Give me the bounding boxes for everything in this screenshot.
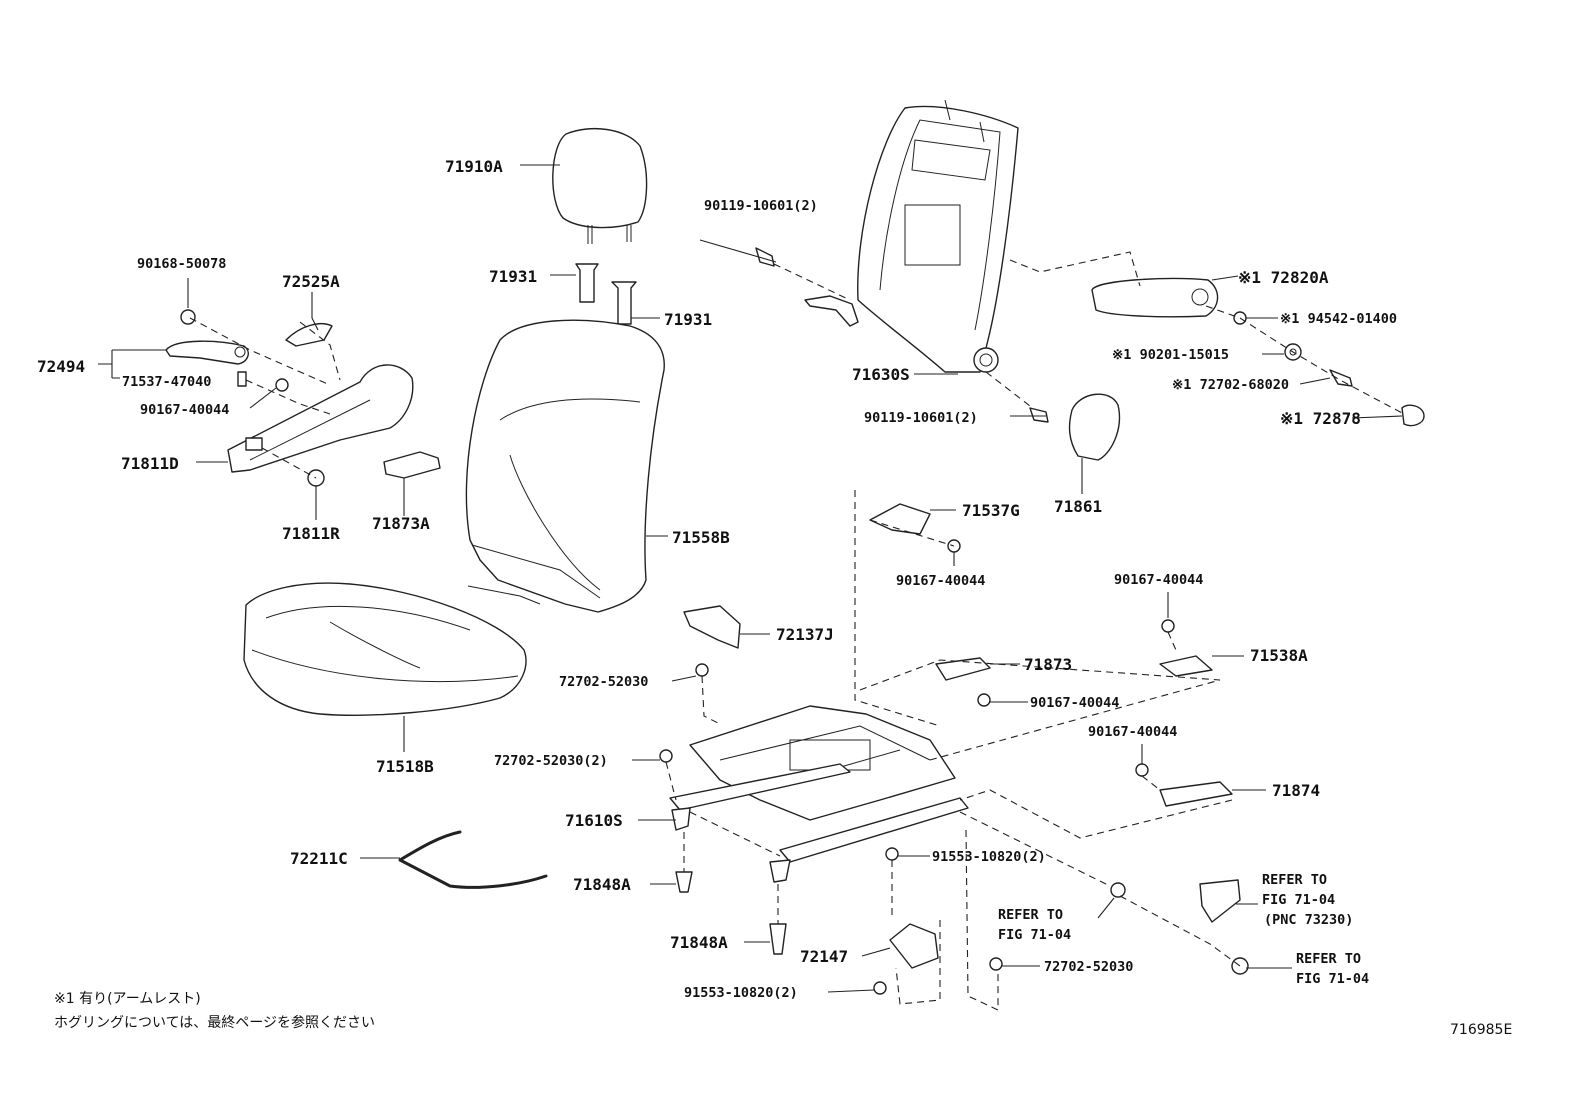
headrest-support-71931-a [575, 263, 599, 303]
bolt-90119-b [1029, 407, 1049, 423]
bracket-72147 [889, 923, 939, 969]
cover-72137j [683, 605, 741, 649]
label-72147[interactable]: 72147 [800, 947, 848, 966]
seat-adjuster-71610s [669, 705, 969, 883]
seat-cushion-cover-71518b [243, 582, 527, 716]
screw-90167-c [1161, 619, 1175, 633]
knob-72525a [285, 322, 333, 347]
footnote-armrest: ※1 有り(アームレスト) [54, 991, 201, 1007]
refer-note-3-line2: FIG 71-04 [1296, 971, 1369, 987]
label-71630s[interactable]: 71630S [852, 365, 910, 384]
label-72702-68020[interactable]: ※1 72702-68020 [1172, 377, 1289, 393]
assembly-lines [189, 251, 1405, 1011]
armrest-72820a [1091, 277, 1219, 318]
label-71873a[interactable]: 71873A [372, 514, 430, 533]
label-72494[interactable]: 72494 [37, 357, 85, 376]
label-71537-47040[interactable]: 71537-47040 [122, 374, 211, 390]
buckle [1199, 879, 1241, 923]
label-71861[interactable]: 71861 [1054, 497, 1102, 516]
footnote-hog-ring: ホグリングについては、最終ページを参照ください [54, 1014, 375, 1031]
label-72702-52030-c[interactable]: 72702-52030 [1044, 959, 1133, 975]
label-90167-40044-a[interactable]: 90167-40044 [140, 402, 229, 418]
screw-90167-a [275, 378, 289, 392]
label-71537g[interactable]: 71537G [962, 501, 1020, 520]
label-90201-15015[interactable]: ※1 90201-15015 [1112, 347, 1229, 363]
label-71848a-a[interactable]: 71848A [573, 875, 631, 894]
refer-note-1-line1: REFER TO [998, 907, 1063, 923]
label-94542-01400[interactable]: ※1 94542-01400 [1280, 311, 1397, 327]
label-72702-52030-b[interactable]: 72702-52030(2) [494, 753, 608, 769]
label-71811d[interactable]: 71811D [121, 454, 179, 473]
pin-71537-47040 [237, 371, 247, 387]
label-71910a[interactable]: 71910A [445, 157, 503, 176]
label-91553-10820-b[interactable]: 91553-10820(2) [684, 985, 798, 1001]
screw-91553-a [885, 847, 899, 861]
label-72820a[interactable]: ※1 72820A [1238, 268, 1329, 287]
hook-71537g [869, 503, 931, 535]
refer-note-2-line2: FIG 71-04 [1262, 892, 1335, 908]
anchor-nut [1231, 957, 1249, 975]
screw-72702-b [659, 749, 673, 763]
bracket-71873a [383, 451, 441, 479]
label-71848a-b[interactable]: 71848A [670, 933, 728, 952]
screw-90167-e [1135, 763, 1149, 777]
label-71873[interactable]: 71873 [1024, 655, 1072, 674]
label-72878[interactable]: ※1 72878 [1280, 409, 1361, 428]
seatback-frame-71630s [804, 99, 1019, 373]
refer-note-2-line3: (PNC 73230) [1264, 912, 1353, 928]
part-labels: 71910A 71931 71931 90168-50078 72525A 72… [37, 157, 1397, 1001]
screw-90168-50078 [180, 309, 196, 325]
recliner-cover-72494 [165, 340, 249, 365]
rivet-71848a-a [675, 871, 693, 893]
label-71538a[interactable]: 71538A [1250, 646, 1308, 665]
label-72702-52030-a[interactable]: 72702-52030 [559, 674, 648, 690]
label-90167-40044-c[interactable]: 90167-40044 [1114, 572, 1203, 588]
label-71931-b[interactable]: 71931 [664, 310, 712, 329]
washer-90201-hole [1289, 348, 1297, 356]
headrest-71910a [552, 128, 648, 244]
label-72211c[interactable]: 72211C [290, 849, 348, 868]
wire-72211c [398, 830, 548, 889]
figure-id: 716985E [1450, 1022, 1512, 1038]
bolt-72702-68020 [1329, 369, 1353, 387]
refer-note-1-line2: FIG 71-04 [998, 927, 1071, 943]
bracket-71873 [935, 657, 991, 681]
bracket-71874 [1159, 781, 1233, 807]
label-71931-a[interactable]: 71931 [489, 267, 537, 286]
label-72525a[interactable]: 72525A [282, 272, 340, 291]
label-90119-10601-b[interactable]: 90119-10601(2) [864, 410, 978, 426]
screw-72702-a [695, 663, 709, 677]
label-90167-40044-b[interactable]: 90167-40044 [896, 573, 985, 589]
leader-lines [98, 164, 1403, 993]
label-71811r[interactable]: 71811R [282, 524, 340, 543]
label-71610s[interactable]: 71610S [565, 811, 623, 830]
label-72137j[interactable]: 72137J [776, 625, 834, 644]
rivet-71848a-b [769, 923, 787, 955]
label-90167-40044-e[interactable]: 90167-40044 [1088, 724, 1177, 740]
label-91553-10820-a[interactable]: 91553-10820(2) [932, 849, 1046, 865]
label-90119-10601-a[interactable]: 90119-10601(2) [704, 198, 818, 214]
label-71558b[interactable]: 71558B [672, 528, 730, 547]
label-71518b[interactable]: 71518B [376, 757, 434, 776]
refer-note-3-line1: REFER TO [1296, 951, 1361, 967]
screw-90167-d [977, 693, 991, 707]
headrest-support-71931-b [611, 281, 637, 325]
screw-91553-b [873, 981, 887, 995]
label-90168-50078[interactable]: 90168-50078 [137, 256, 226, 272]
anchor-ring [1110, 882, 1126, 898]
label-90167-40044-d[interactable]: 90167-40044 [1030, 695, 1119, 711]
recliner-cover-71861 [1068, 393, 1120, 461]
refer-note-2-line1: REFER TO [1262, 872, 1327, 888]
label-71874[interactable]: 71874 [1272, 781, 1320, 800]
bracket-71538a [1159, 655, 1213, 677]
cap-72878 [1401, 404, 1425, 427]
screw-72702-c [989, 957, 1003, 971]
seat-cushion-shield-71811d [227, 364, 414, 473]
seatback-cover-71558b [465, 319, 665, 613]
